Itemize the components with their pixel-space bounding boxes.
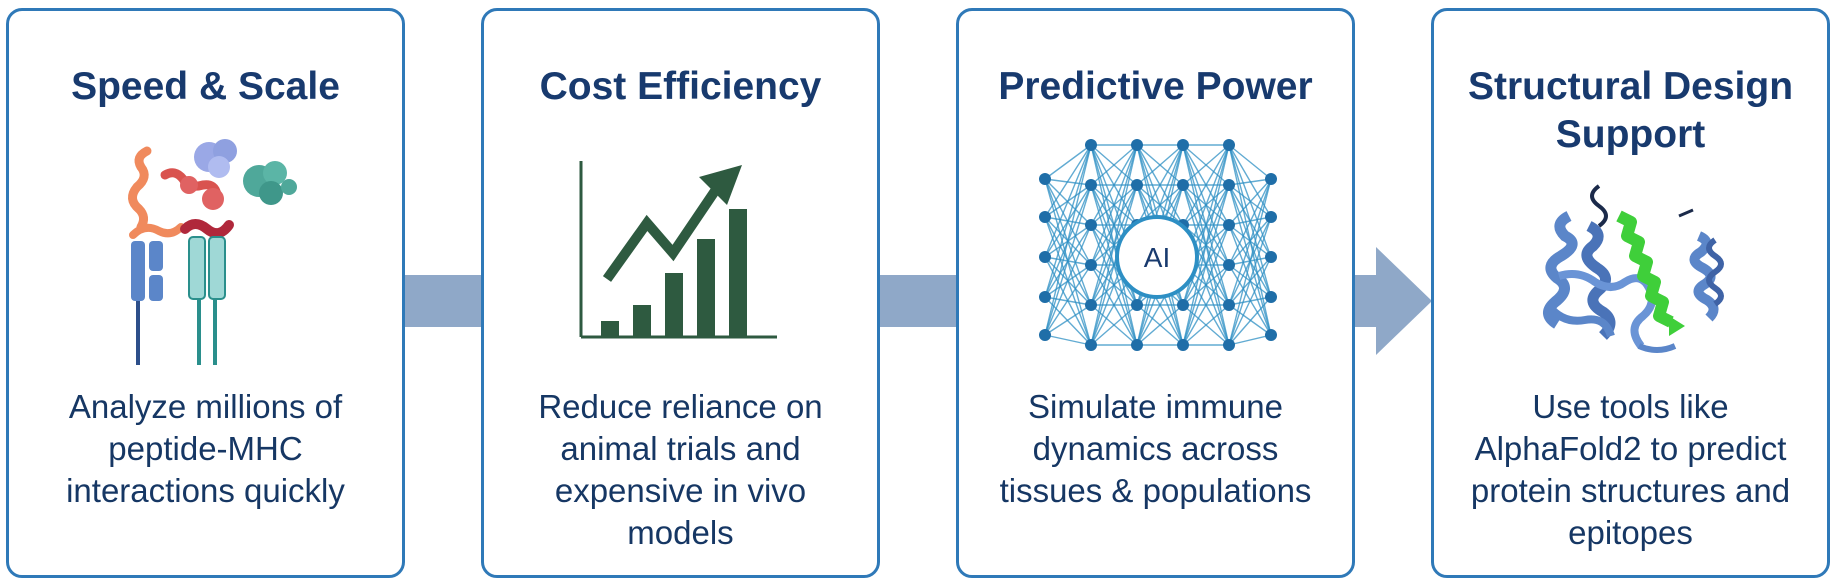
network-edge — [1136, 144, 1184, 186]
network-edge — [1044, 334, 1092, 346]
network-node — [1039, 251, 1051, 263]
network-edge — [1044, 144, 1092, 258]
card-cost-efficiency: Cost Efficiency Reduce reliance on anima… — [481, 8, 880, 578]
network-node — [1085, 139, 1097, 151]
network-edge — [1228, 256, 1272, 346]
network-edge — [1136, 304, 1184, 346]
network-edge — [1182, 144, 1230, 346]
network-edge — [1182, 144, 1230, 186]
network-node — [1039, 291, 1051, 303]
network-edge — [1044, 304, 1092, 336]
card-speed-scale: Speed & Scale Analyze millions of peptid… — [6, 8, 405, 578]
network-edge — [1090, 144, 1138, 266]
network-node — [1223, 299, 1235, 311]
network-edge — [1044, 144, 1092, 218]
network-node — [1223, 139, 1235, 151]
network-node — [1265, 211, 1277, 223]
network-edge — [1228, 178, 1272, 226]
network-node — [1131, 179, 1143, 191]
neural-network-icon: AI — [1039, 139, 1277, 351]
peptide-mhc-binding-icon — [128, 139, 297, 365]
network-edge — [1044, 184, 1092, 336]
card-predictive-power: Predictive Power AI Simulate immune dyna… — [956, 8, 1355, 578]
network-node — [1131, 299, 1143, 311]
card-description: Reduce reliance on animal trials and exp… — [538, 388, 823, 551]
card-title: Speed & Scale — [71, 65, 340, 108]
network-node — [1265, 291, 1277, 303]
network-node — [1223, 179, 1235, 191]
network-node — [1177, 139, 1189, 151]
network-node — [1085, 219, 1097, 231]
network-edge — [1228, 178, 1272, 306]
network-node — [1223, 339, 1235, 351]
network-node — [1265, 329, 1277, 341]
network-node — [1177, 299, 1189, 311]
card-structural-design: Structural Design Support Use tools like… — [1431, 8, 1830, 578]
network-edge — [1182, 184, 1230, 346]
network-node — [1039, 211, 1051, 223]
network-node — [1131, 139, 1143, 151]
network-node — [1085, 299, 1097, 311]
network-edge — [1044, 144, 1092, 336]
network-edge — [1090, 144, 1138, 346]
rising-bar-chart-icon — [579, 161, 777, 339]
network-edge — [1090, 144, 1138, 226]
network-edge — [1090, 144, 1138, 306]
card-description: Analyze millions of peptide-MHC interact… — [66, 388, 345, 509]
card-title: Structural Design Support — [1467, 65, 1794, 156]
arrow-head — [1376, 247, 1432, 355]
network-node — [1265, 251, 1277, 263]
network-node — [1085, 179, 1097, 191]
network-edge — [1228, 178, 1272, 346]
network-node — [1177, 339, 1189, 351]
protein-structure-icon — [1543, 184, 1724, 353]
card-description: Simulate immune dynamics across tissues … — [999, 388, 1312, 509]
network-node — [1039, 173, 1051, 185]
network-edge — [1228, 178, 1272, 266]
network-node — [1265, 173, 1277, 185]
network-edge — [1228, 216, 1272, 346]
network-node — [1223, 219, 1235, 231]
network-edge — [1228, 178, 1272, 186]
network-edge — [1182, 224, 1230, 346]
network-edge — [1228, 296, 1272, 346]
network-edge — [1228, 334, 1272, 346]
network-edge — [1090, 184, 1138, 346]
network-node — [1177, 179, 1189, 191]
ai-label: AI — [1144, 242, 1170, 273]
network-node — [1039, 329, 1051, 341]
network-edge — [1044, 224, 1092, 336]
network-edge — [1044, 264, 1092, 336]
network-node — [1131, 339, 1143, 351]
network-edge — [1182, 304, 1230, 346]
network-edge — [1182, 264, 1230, 346]
connector-2 — [875, 275, 957, 327]
network-edge — [1228, 144, 1272, 180]
network-edge — [1044, 144, 1092, 298]
ai-core — [1115, 215, 1199, 299]
network-edge — [1090, 144, 1138, 186]
network-edge — [1044, 144, 1092, 180]
network-edge — [1182, 144, 1230, 226]
network-node — [1085, 259, 1097, 271]
card-title: Cost Efficiency — [539, 65, 822, 108]
network-node — [1223, 259, 1235, 271]
network-edge — [1090, 304, 1138, 346]
network-node — [1085, 339, 1097, 351]
connector-1 — [400, 275, 482, 327]
card-description: Use tools like AlphaFold2 to predict pro… — [1470, 388, 1791, 551]
card-title: Predictive Power — [998, 65, 1313, 108]
network-edge — [1136, 144, 1184, 226]
